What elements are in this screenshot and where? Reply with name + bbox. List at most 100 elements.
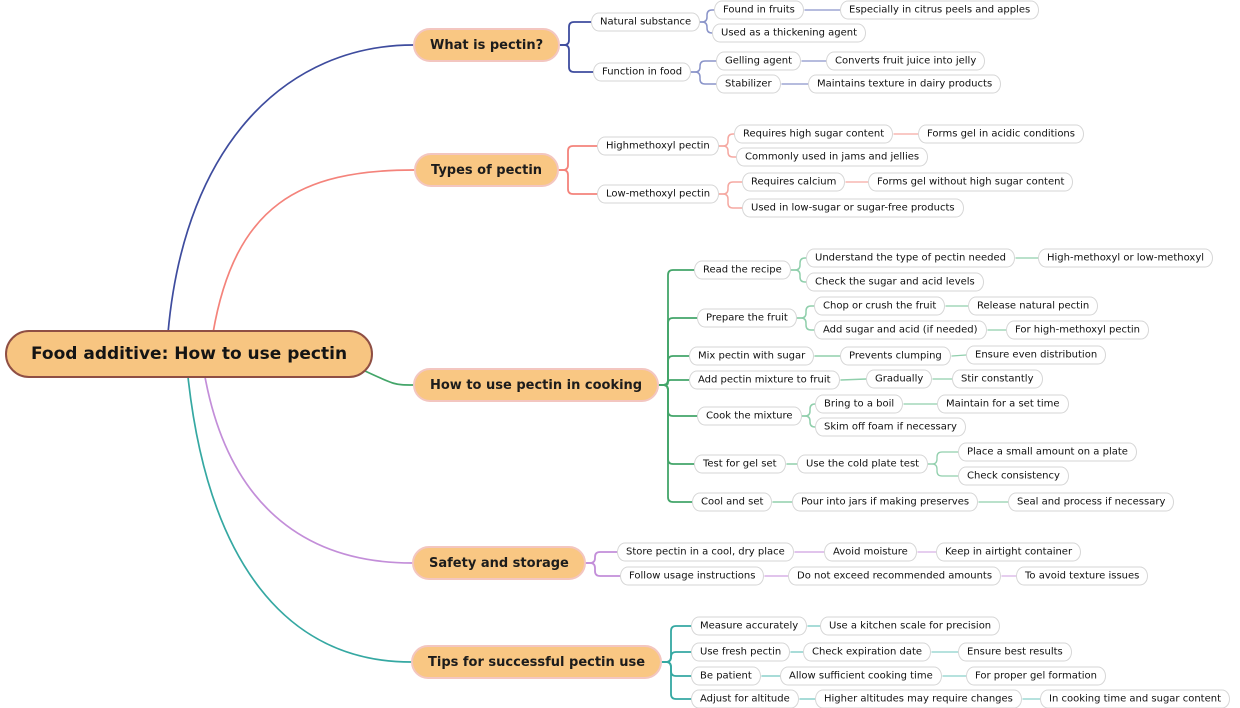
- topic-check-the-sugar-and-acid-levels[interactable]: Check the sugar and acid levels: [806, 272, 984, 292]
- topic-gradually[interactable]: Gradually: [866, 369, 933, 389]
- topic-use-the-cold-plate-test[interactable]: Use the cold plate test: [797, 454, 929, 474]
- topic-converts-fruit-juice-into-jelly[interactable]: Converts fruit juice into jelly: [826, 51, 986, 71]
- connector: [658, 269, 695, 386]
- branch-safety-and-storage[interactable]: Safety and storage: [412, 546, 586, 580]
- topic-avoid-moisture[interactable]: Avoid moisture: [824, 542, 917, 562]
- connector: [951, 354, 967, 357]
- connector: [658, 384, 695, 465]
- topic-especially-in-citrus-peels-and-apples[interactable]: Especially in citrus peels and apples: [840, 0, 1040, 20]
- topic-used-in-low-sugar-or-sugar-free-products[interactable]: Used in low-sugar or sugar-free products: [742, 198, 964, 218]
- topic-add-sugar-and-acid-if-needed[interactable]: Add sugar and acid (if needed): [814, 320, 987, 340]
- topic-requires-calcium[interactable]: Requires calcium: [742, 172, 846, 192]
- topic-do-not-exceed-recommended-amounts[interactable]: Do not exceed recommended amounts: [788, 566, 1002, 586]
- root-topic[interactable]: Food additive: How to use pectin: [5, 330, 374, 378]
- topic-used-as-a-thickening-agent[interactable]: Used as a thickening agent: [712, 23, 867, 43]
- topic-maintain-for-a-set-time[interactable]: Maintain for a set time: [937, 394, 1069, 414]
- connector: [718, 181, 743, 195]
- connector: [658, 384, 693, 503]
- topic-maintains-texture-in-dairy-products[interactable]: Maintains texture in dairy products: [808, 74, 1002, 94]
- topic-check-expiration-date[interactable]: Check expiration date: [803, 642, 932, 662]
- connector: [718, 133, 735, 147]
- connector: [204, 376, 413, 564]
- connector: [559, 44, 594, 73]
- connector: [661, 625, 692, 663]
- connector: [801, 403, 816, 417]
- connector: [801, 415, 816, 428]
- connector: [699, 9, 715, 23]
- topic-forms-gel-in-acidic-conditions[interactable]: Forms gel in acidic conditions: [918, 124, 1084, 144]
- topic-cool-and-set[interactable]: Cool and set: [692, 492, 773, 512]
- topic-mix-pectin-with-sugar[interactable]: Mix pectin with sugar: [689, 346, 815, 366]
- topic-commonly-used-in-jams-and-jellies[interactable]: Commonly used in jams and jellies: [736, 147, 929, 167]
- topic-store-pectin-in-a-cool-dry-place[interactable]: Store pectin in a cool, dry place: [617, 542, 794, 562]
- connector: [558, 145, 598, 171]
- topic-gelling-agent[interactable]: Gelling agent: [716, 51, 801, 71]
- topic-cook-the-mixture[interactable]: Cook the mixture: [697, 406, 802, 426]
- topic-stabilizer[interactable]: Stabilizer: [716, 74, 781, 94]
- topic-chop-or-crush-the-fruit[interactable]: Chop or crush the fruit: [814, 296, 946, 316]
- connector: [212, 169, 415, 334]
- connector: [699, 21, 713, 34]
- topic-follow-usage-instructions[interactable]: Follow usage instructions: [620, 566, 765, 586]
- connector: [187, 376, 412, 663]
- connector: [585, 551, 618, 564]
- connector: [790, 269, 807, 283]
- topic-test-for-gel-set[interactable]: Test for gel set: [694, 454, 786, 474]
- connector: [661, 651, 692, 663]
- branch-how-to-use-pectin-in-cooking[interactable]: How to use pectin in cooking: [413, 368, 660, 402]
- connector: [718, 193, 743, 209]
- topic-prepare-the-fruit[interactable]: Prepare the fruit: [697, 308, 797, 328]
- topic-check-consistency[interactable]: Check consistency: [958, 466, 1069, 486]
- topic-prevents-clumping[interactable]: Prevents clumping: [840, 346, 951, 366]
- topic-stir-constantly[interactable]: Stir constantly: [952, 369, 1043, 389]
- topic-place-a-small-amount-on-a-plate[interactable]: Place a small amount on a plate: [958, 442, 1137, 462]
- connector: [167, 44, 414, 334]
- topic-skim-off-foam-if-necessary[interactable]: Skim off foam if necessary: [815, 417, 966, 437]
- topic-allow-sufficient-cooking-time[interactable]: Allow sufficient cooking time: [780, 666, 942, 686]
- topic-pour-into-jars-if-making-preserves[interactable]: Pour into jars if making preserves: [792, 492, 979, 512]
- topic-adjust-for-altitude[interactable]: Adjust for altitude: [691, 689, 799, 708]
- topic-ensure-best-results[interactable]: Ensure best results: [958, 642, 1072, 662]
- connector: [558, 169, 598, 195]
- topic-bring-to-a-boil[interactable]: Bring to a boil: [815, 394, 904, 414]
- topic-add-pectin-mixture-to-fruit[interactable]: Add pectin mixture to fruit: [689, 370, 840, 390]
- connector: [796, 317, 815, 331]
- topic-higher-altitudes-may-require-changes[interactable]: Higher altitudes may require changes: [815, 689, 1022, 708]
- connector: [661, 661, 692, 700]
- branch-tips-for-successful-pectin-use[interactable]: Tips for successful pectin use: [411, 645, 663, 679]
- connector: [690, 60, 717, 73]
- branch-types-of-pectin[interactable]: Types of pectin: [414, 153, 560, 187]
- topic-for-high-methoxyl-pectin[interactable]: For high-methoxyl pectin: [1006, 320, 1150, 340]
- topic-function-in-food[interactable]: Function in food: [593, 62, 692, 82]
- connector: [690, 71, 717, 85]
- connector: [661, 661, 692, 677]
- topic-use-fresh-pectin[interactable]: Use fresh pectin: [691, 642, 791, 662]
- topic-read-the-recipe[interactable]: Read the recipe: [694, 260, 791, 280]
- topic-release-natural-pectin[interactable]: Release natural pectin: [968, 296, 1099, 316]
- topic-keep-in-airtight-container[interactable]: Keep in airtight container: [936, 542, 1082, 562]
- topic-ensure-even-distribution[interactable]: Ensure even distribution: [966, 345, 1107, 365]
- topic-low-methoxyl-pectin[interactable]: Low-methoxyl pectin: [597, 184, 720, 204]
- connector: [790, 257, 807, 271]
- topic-found-in-fruits[interactable]: Found in fruits: [714, 0, 804, 20]
- connector: [364, 370, 414, 386]
- branch-what-is-pectin[interactable]: What is pectin?: [413, 28, 561, 62]
- connector: [718, 145, 737, 158]
- topic-highmethoxyl-pectin[interactable]: Highmethoxyl pectin: [597, 136, 719, 156]
- topic-forms-gel-without-high-sugar-content[interactable]: Forms gel without high sugar content: [868, 172, 1074, 192]
- topic-understand-the-type-of-pectin-needed[interactable]: Understand the type of pectin needed: [806, 248, 1016, 268]
- topic-be-patient[interactable]: Be patient: [691, 666, 761, 686]
- topic-use-a-kitchen-scale-for-precision[interactable]: Use a kitchen scale for precision: [820, 616, 1001, 636]
- topic-seal-and-process-if-necessary[interactable]: Seal and process if necessary: [1008, 492, 1175, 512]
- topic-in-cooking-time-and-sugar-content[interactable]: In cooking time and sugar content: [1040, 689, 1230, 708]
- topic-to-avoid-texture-issues[interactable]: To avoid texture issues: [1016, 566, 1149, 586]
- topic-high-methoxyl-or-low-methoxyl[interactable]: High-methoxyl or low-methoxyl: [1038, 248, 1214, 268]
- connector: [559, 21, 592, 46]
- topic-natural-substance[interactable]: Natural substance: [591, 12, 701, 32]
- topic-measure-accurately[interactable]: Measure accurately: [691, 616, 808, 636]
- topic-requires-high-sugar-content[interactable]: Requires high sugar content: [734, 124, 894, 144]
- topic-for-proper-gel-formation[interactable]: For proper gel formation: [966, 666, 1107, 686]
- connector: [840, 378, 867, 381]
